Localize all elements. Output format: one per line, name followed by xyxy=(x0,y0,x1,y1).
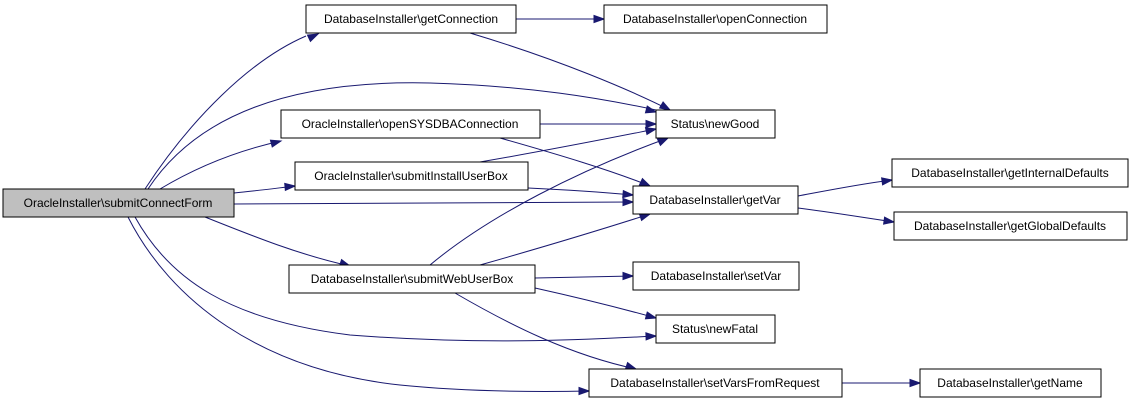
edge-line xyxy=(499,137,651,187)
edge-arrowhead xyxy=(883,216,896,225)
edge-submitInstallUserBox-to-newGood xyxy=(479,127,658,163)
edge-submitConnectForm-to-submitWebUserBox xyxy=(204,216,352,267)
node-label: DatabaseInstaller\getVar xyxy=(649,193,780,207)
edge-line xyxy=(534,275,634,279)
edge-arrowhead xyxy=(658,101,672,111)
edge-arrowhead xyxy=(622,189,635,199)
edge-arrowhead xyxy=(644,311,658,320)
node-submitWebUserBox[interactable]: DatabaseInstaller\submitWebUserBox xyxy=(288,264,536,294)
edge-arrowhead xyxy=(909,378,922,388)
node-submitConnectForm[interactable]: OracleInstaller\submitConnectForm xyxy=(2,188,235,218)
edge-getVar-to-getInternalDefaults xyxy=(797,177,894,197)
edge-submitWebUserBox-to-getVar xyxy=(479,213,652,266)
edge-line xyxy=(134,216,657,342)
edge-setVarsFromRequest-to-getName xyxy=(842,378,922,388)
edge-getConnection-to-openConnection xyxy=(516,14,606,24)
edge-line xyxy=(159,140,282,190)
edge-arrowhead xyxy=(645,119,658,129)
edge-line xyxy=(144,35,307,190)
edge-submitConnectForm-to-setVarsFromRequest xyxy=(127,216,591,396)
edge-arrowhead xyxy=(306,33,320,43)
node-label: DatabaseInstaller\getName xyxy=(937,376,1083,390)
node-label: Status\newGood xyxy=(671,117,760,131)
edge-line xyxy=(204,216,351,267)
edge-arrowhead xyxy=(638,213,652,222)
edge-submitConnectForm-to-newFatal xyxy=(134,216,658,342)
edge-submitWebUserBox-to-setVar xyxy=(534,271,635,281)
edge-arrowhead xyxy=(624,361,638,370)
edge-submitWebUserBox-to-newFatal xyxy=(534,287,658,320)
edge-line xyxy=(534,287,657,319)
edge-line xyxy=(147,82,657,190)
node-getGlobalDefaults[interactable]: DatabaseInstaller\getGlobalDefaults xyxy=(893,211,1128,241)
node-label: DatabaseInstaller\getConnection xyxy=(324,12,498,26)
edge-submitWebUserBox-to-setVarsFromRequest xyxy=(454,292,638,370)
node-label: OracleInstaller\openSYSDBAConnection xyxy=(302,117,519,131)
node-label: DatabaseInstaller\setVarsFromRequest xyxy=(610,376,820,390)
node-label: Status\newFatal xyxy=(672,322,758,336)
edge-arrowhead xyxy=(622,197,635,207)
edge-submitInstallUserBox-to-getVar xyxy=(527,187,635,199)
node-label: DatabaseInstaller\openConnection xyxy=(623,12,807,26)
edge-submitWebUserBox-to-newGood xyxy=(429,137,670,266)
edge-line xyxy=(469,32,671,111)
edge-openSYSDBAConnection-to-newGood xyxy=(540,119,658,129)
edge-arrowhead xyxy=(881,177,894,186)
edge-submitConnectForm-to-openSYSDBAConnection xyxy=(159,139,283,190)
node-newGood[interactable]: Status\newGood xyxy=(655,109,776,139)
node-label: DatabaseInstaller\getInternalDefaults xyxy=(911,166,1108,180)
node-label: OracleInstaller\submitInstallUserBox xyxy=(314,169,507,183)
edge-arrowhead xyxy=(656,137,670,147)
edge-arrowhead xyxy=(644,105,658,114)
edge-arrowhead xyxy=(284,182,297,192)
edge-line xyxy=(454,292,637,370)
node-openConnection[interactable]: DatabaseInstaller\openConnection xyxy=(603,4,828,34)
edge-arrowhead xyxy=(622,271,635,281)
node-getName[interactable]: DatabaseInstaller\getName xyxy=(919,368,1102,398)
edge-line xyxy=(429,137,669,266)
edge-submitConnectForm-to-newGood xyxy=(147,82,658,190)
edge-arrowhead xyxy=(645,332,658,341)
node-setVar[interactable]: DatabaseInstaller\setVar xyxy=(632,261,800,291)
node-submitInstallUserBox[interactable]: OracleInstaller\submitInstallUserBox xyxy=(294,161,529,191)
nodes-layer: OracleInstaller\submitConnectForm Databa… xyxy=(2,4,1129,398)
edge-getVar-to-getGlobalDefaults xyxy=(797,207,896,225)
node-label: DatabaseInstaller\getGlobalDefaults xyxy=(914,219,1106,233)
edge-submitConnectForm-to-getVar xyxy=(233,197,635,207)
node-label: DatabaseInstaller\setVar xyxy=(651,269,782,283)
edge-submitConnectForm-to-submitInstallUserBox xyxy=(233,182,297,194)
edge-getConnection-to-newGood xyxy=(469,32,672,111)
edges-layer xyxy=(127,14,922,396)
edge-line xyxy=(233,201,634,205)
node-label: OracleInstaller\submitConnectForm xyxy=(24,196,213,210)
edge-arrowhead xyxy=(578,386,591,396)
edge-arrowhead xyxy=(593,14,606,24)
edge-line xyxy=(127,216,590,392)
node-newFatal[interactable]: Status\newFatal xyxy=(655,314,776,344)
node-setVarsFromRequest[interactable]: DatabaseInstaller\setVarsFromRequest xyxy=(588,368,843,398)
edge-arrowhead xyxy=(644,127,658,136)
node-getConnection[interactable]: DatabaseInstaller\getConnection xyxy=(305,4,517,34)
node-getVar[interactable]: DatabaseInstaller\getVar xyxy=(632,185,799,215)
edge-line xyxy=(479,128,657,163)
node-openSYSDBAConnection[interactable]: OracleInstaller\openSYSDBAConnection xyxy=(280,109,541,139)
node-label: DatabaseInstaller\submitWebUserBox xyxy=(311,272,514,286)
edge-openSYSDBAConnection-to-getVar xyxy=(499,137,652,187)
edge-line xyxy=(797,207,895,223)
edge-line xyxy=(479,213,651,266)
edge-arrowhead xyxy=(269,139,283,148)
edge-submitConnectForm-to-getConnection xyxy=(144,33,320,190)
node-getInternalDefaults[interactable]: DatabaseInstaller\getInternalDefaults xyxy=(891,158,1129,188)
edge-arrowhead xyxy=(638,177,652,187)
edge-line xyxy=(797,179,893,197)
